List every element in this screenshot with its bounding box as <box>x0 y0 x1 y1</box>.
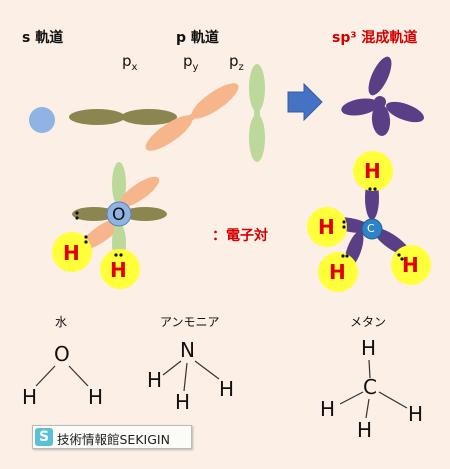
hydrogen-label: H <box>63 241 80 265</box>
oxygen-atom <box>106 201 132 227</box>
water-h: H <box>22 385 38 409</box>
ammonia-h: H <box>175 390 191 414</box>
px-orbital <box>69 109 177 125</box>
hydrogen-label: H <box>318 215 335 239</box>
methane-h: H <box>408 402 424 426</box>
hydrogen-label: H <box>364 159 381 183</box>
carbon-label: C <box>367 222 375 235</box>
lone-pair-dots <box>75 211 123 257</box>
methane-h: H <box>361 336 377 360</box>
pz-label: pz <box>229 52 244 73</box>
methane-h: H <box>357 418 373 442</box>
s-orbital <box>29 107 55 133</box>
hydrogen-atom <box>353 151 393 191</box>
px-label: px <box>122 52 138 73</box>
methane-orbital-diagram <box>307 151 431 292</box>
p-orbital-header: p 軌道 <box>176 30 219 46</box>
hydrogen-atom <box>100 249 140 289</box>
methane-h: H <box>320 397 336 421</box>
py-label: py <box>183 52 199 73</box>
hydrogen-atom <box>307 207 347 247</box>
water-h: H <box>88 385 104 409</box>
ammonia-h: H <box>219 377 235 401</box>
pz-orbital <box>249 64 265 162</box>
water-o: O <box>54 342 70 366</box>
methane-name: メタン <box>350 315 387 329</box>
oxygen-label: O <box>112 205 126 225</box>
ammonia-name: アンモニア <box>160 315 220 329</box>
sp3-header: sp³ 混成軌道 <box>332 30 418 46</box>
carbon-atom <box>361 218 383 240</box>
hydrogen-atom <box>318 252 358 292</box>
py-orbital <box>145 83 239 151</box>
hydrogen-label: H <box>110 258 127 282</box>
structural-bonds <box>35 359 408 419</box>
source-badge: S 技術情報館SEKIGIN <box>32 425 192 449</box>
hydrogen-label: H <box>402 253 419 277</box>
methane-c: C <box>363 375 377 399</box>
ammonia-h: H <box>147 368 163 392</box>
hydrogen-atom <box>52 232 92 272</box>
ammonia-n: N <box>180 338 195 362</box>
logo-icon: S <box>35 428 53 446</box>
water-name: 水 <box>55 315 68 329</box>
hydrogen-label: H <box>329 260 346 284</box>
badge-text: 技術情報館SEKIGIN <box>57 432 170 447</box>
bond-pair-dots <box>341 187 404 261</box>
s-orbital-header: s 軌道 <box>22 30 64 46</box>
sp3-hybrid-orbital <box>341 56 424 136</box>
hydrogen-atom <box>391 245 431 285</box>
right-arrow-icon <box>287 82 323 122</box>
electron-pair-label: ：電子対 <box>212 228 268 244</box>
water-orbital-diagram <box>52 162 167 289</box>
